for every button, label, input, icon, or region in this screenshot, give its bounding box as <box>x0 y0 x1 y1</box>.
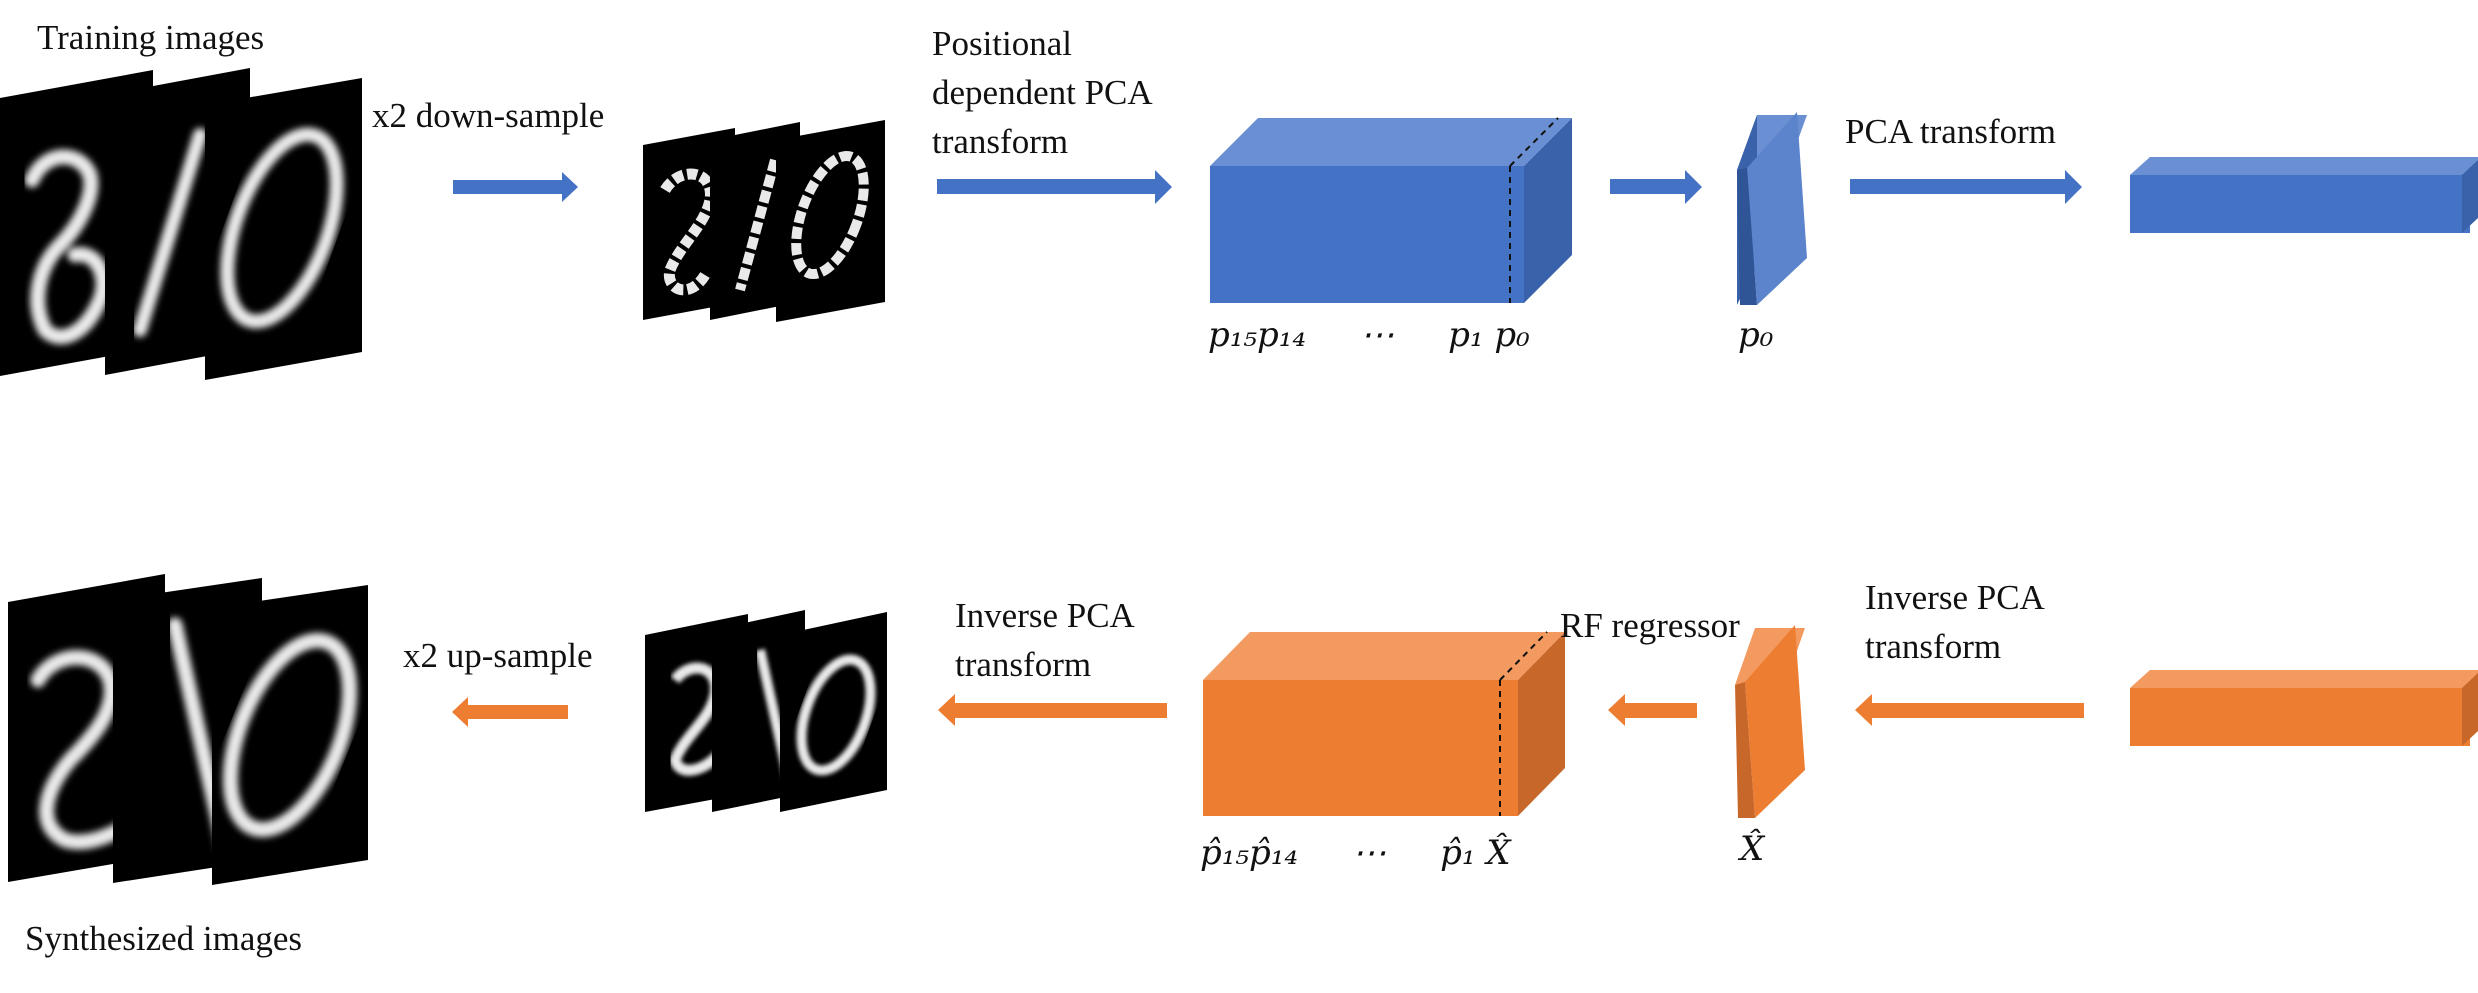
training-image-0 <box>205 78 362 380</box>
inverse-pca-label-line2: transform <box>955 645 1092 684</box>
reconstructed-image-0 <box>780 612 887 812</box>
training-images <box>0 68 362 380</box>
downsampled-images <box>643 120 885 322</box>
synthesized-images-label: Synthesized images <box>25 919 303 958</box>
cuboid-position-labels-top: p₁₅p₁₄ ⋯ p₁ p₀ <box>1208 315 1530 355</box>
upsample-label: x2 up-sample <box>403 636 593 675</box>
arrow-rf-regressor <box>1608 694 1697 726</box>
cuboid-position-labels-bottom: p̂₁₅p̂₁₄ ⋯ p̂₁ X̂ <box>1200 833 1511 873</box>
pca-transform-label: PCA transform <box>1845 112 2056 151</box>
arrow-positional-pca <box>937 170 1172 204</box>
x-hat-slab-label: X̂ <box>1740 829 1765 869</box>
pca-output-bar <box>2130 157 2478 233</box>
inverse-pca-label-line1: Inverse PCA <box>955 596 1135 635</box>
synthesized-image-0 <box>212 585 368 885</box>
inverse-pca-right-label-line2: transform <box>1865 627 2002 666</box>
feature-cuboid-bottom <box>1203 631 1565 816</box>
arrow-pca-transform <box>1850 170 2082 204</box>
inverse-pca-right-label-line1: Inverse PCA <box>1865 578 2045 617</box>
training-images-label: Training images <box>37 18 265 57</box>
arrow-inverse-pca-middle <box>938 694 1167 726</box>
downsampled-image-0 <box>776 120 885 322</box>
downsample-label: x2 down-sample <box>372 96 605 135</box>
rf-regressor-label: RF regressor <box>1560 606 1740 645</box>
arrow-downsample <box>453 172 578 202</box>
synthesized-images <box>8 574 368 885</box>
arrow-upsample <box>452 697 568 727</box>
x-hat-slab <box>1735 625 1805 818</box>
feature-cuboid-top <box>1210 117 1572 303</box>
arrow-select-p0 <box>1610 170 1702 204</box>
p0-slab-label: p₀ <box>1738 315 1774 355</box>
inverse-input-bar <box>2130 670 2478 746</box>
positional-pca-label-line1: Positional <box>932 24 1073 63</box>
positional-pca-label-line2: dependent PCA <box>932 73 1153 112</box>
p0-slab <box>1737 112 1807 305</box>
positional-pca-label-line3: transform <box>932 122 1069 161</box>
reconstructed-images <box>645 610 887 812</box>
arrow-inverse-pca-right <box>1855 694 2084 726</box>
